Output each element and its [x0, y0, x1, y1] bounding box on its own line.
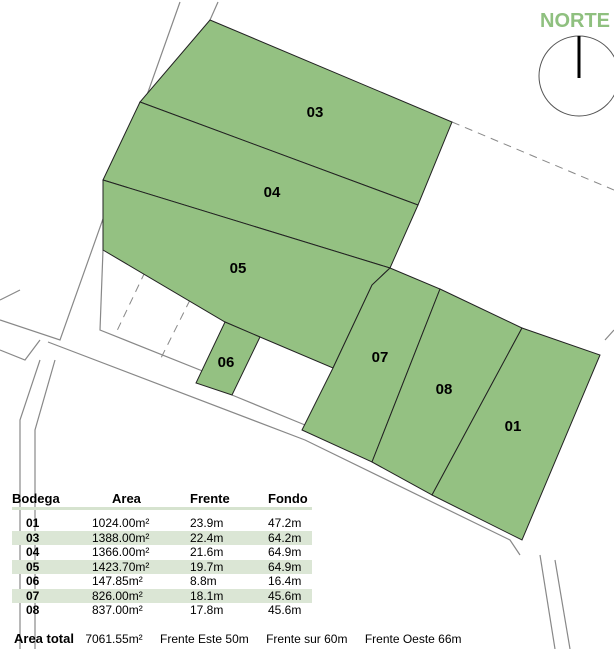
cell-area: 1024.00m² — [92, 516, 150, 531]
cell-bodega: 06 — [26, 574, 40, 589]
header-fondo: Fondo — [268, 490, 312, 510]
lot-label: 04 — [264, 184, 281, 201]
lot-label: 03 — [307, 104, 324, 121]
frente-este: Frente Este 50m — [160, 632, 249, 646]
lot-label: 06 — [218, 354, 235, 371]
property-line — [99, 249, 226, 381]
lot-label: 05 — [230, 260, 247, 277]
area-total-value: 7061.55m² — [85, 632, 143, 646]
lot-label: 08 — [436, 381, 453, 398]
lot-label: 07 — [372, 349, 389, 366]
table-row: 08 837.00m² 17.8m 45.6m — [12, 603, 312, 618]
lot-06[interactable] — [195, 321, 261, 396]
cell-bodega: 03 — [12, 530, 92, 545]
north-label: NORTE — [540, 10, 610, 32]
cell-bodega: 07 — [12, 588, 92, 603]
dashed-boundary — [114, 271, 146, 336]
road-outline — [47, 341, 521, 556]
cell-area: 147.85m² — [92, 574, 143, 589]
cell-frente: 22.4m — [190, 530, 268, 545]
cell-bodega: 05 — [12, 559, 92, 574]
header-frente: Frente — [190, 490, 268, 510]
cell-frente: 8.8m — [190, 574, 217, 589]
road-outline — [34, 359, 56, 649]
table-row: 01 1024.00m² 23.9m 47.2m — [12, 516, 312, 531]
frente-oeste: Frente Oeste 66m — [364, 632, 462, 646]
cell-frente: 21.6m — [190, 545, 224, 560]
dashed-boundary — [451, 121, 614, 191]
road-outline — [0, 339, 41, 361]
cell-fondo: 64.9m — [268, 545, 302, 560]
cell-bodega: 08 — [26, 603, 40, 618]
header-bodega: Bodega — [12, 490, 92, 510]
cell-fondo: 64.9m — [268, 559, 312, 574]
cell-bodega: 04 — [26, 545, 40, 560]
road-outline — [209, 1, 219, 21]
table-row: 06 147.85m² 8.8m 16.4m — [12, 574, 312, 589]
cell-bodega: 01 — [26, 516, 40, 531]
cell-frente: 19.7m — [190, 559, 268, 574]
cell-fondo: 16.4m — [268, 574, 302, 589]
cell-area: 1366.00m² — [92, 545, 150, 560]
road-outline — [0, 289, 21, 301]
header-area: Area — [92, 490, 190, 510]
frente-sur: Frente sur 60m — [266, 632, 348, 646]
property-line — [231, 394, 306, 426]
cell-fondo: 45.6m — [268, 603, 302, 618]
cell-fondo: 47.2m — [268, 516, 302, 531]
compass-icon — [538, 35, 614, 117]
cell-area: 1423.70m² — [92, 559, 190, 574]
cell-area: 1388.00m² — [92, 530, 190, 545]
area-total-label: Area total — [14, 631, 74, 646]
table-row: 04 1366.00m² 21.6m 64.9m — [12, 545, 312, 560]
cell-frente: 18.1m — [190, 588, 268, 603]
road-outline — [554, 559, 571, 649]
cell-area: 826.00m² — [92, 588, 190, 603]
road-outline — [539, 554, 556, 649]
cell-fondo: 45.6m — [268, 588, 312, 603]
lot-01[interactable] — [431, 327, 601, 541]
cell-frente: 23.9m — [190, 516, 224, 531]
cell-area: 837.00m² — [92, 603, 143, 618]
summary: Area total 7061.55m² Frente Este 50m Fre… — [14, 631, 476, 646]
lot-label: 01 — [505, 418, 522, 435]
dashed-boundary — [159, 299, 191, 361]
cell-frente: 17.8m — [190, 603, 224, 618]
lots-table: Bodega Area Frente Fondo 01 1024.00m² 23.9… — [12, 490, 312, 618]
cell-fondo: 64.2m — [268, 530, 312, 545]
road-outline — [604, 329, 614, 341]
